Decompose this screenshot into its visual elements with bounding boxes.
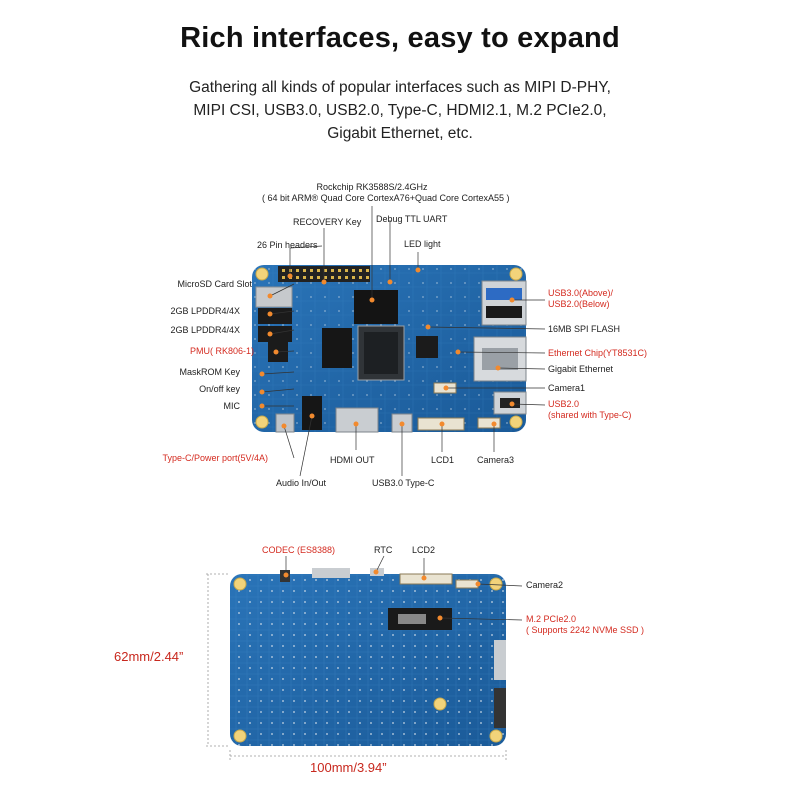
label-recovery-key: RECOVERY Key	[293, 217, 362, 227]
label-soc-line2: ( 64 bit ARM® Quad Core CortexA76+Quad C…	[262, 193, 510, 203]
label-hdmi-out: HDMI OUT	[330, 455, 375, 465]
label-m2-note: ( Supports 2242 NVMe SSD )	[526, 625, 645, 635]
label-soc: Rockchip RK3588S/2.4GHz ( 64 bit ARM® Qu…	[262, 182, 510, 204]
intro-text: Gathering all kinds of popular interface…	[0, 76, 800, 145]
label-m2-pcie: M.2 PCIe2.0 ( Supports 2242 NVMe SSD )	[526, 614, 644, 636]
label-spi-flash: 16MB SPI FLASH	[548, 324, 621, 334]
label-camera3: Camera3	[477, 455, 515, 465]
label-height-dim: 62mm/2.44”	[114, 649, 184, 664]
label-m2-pcie-name: M.2 PCIe2.0	[526, 614, 577, 624]
label-lcd1: LCD1	[431, 455, 455, 465]
label-debug-uart: Debug TTL UART	[376, 214, 448, 224]
label-usb20-shared: (shared with Type-C)	[548, 410, 632, 420]
label-maskrom: MaskROM Key	[179, 367, 240, 377]
label-onoff: On/off key	[199, 384, 240, 394]
label-soc-line1: Rockchip RK3588S/2.4GHz	[316, 182, 428, 192]
label-led-light: LED light	[404, 239, 441, 249]
label-typec-power: Type-C/Power port(5V/4A)	[162, 453, 268, 463]
label-usb20-below: USB2.0(Below)	[548, 299, 610, 309]
top-callout-lines	[261, 206, 546, 477]
label-camera2: Camera2	[526, 580, 564, 590]
bottom-callout-dots	[283, 569, 481, 621]
label-lpddr-2: 2GB LPDDR4/4X	[170, 325, 240, 335]
label-usb30-typec: USB3.0 Type-C	[372, 478, 435, 488]
dimension-lines	[206, 573, 507, 762]
label-camera1: Camera1	[548, 383, 586, 393]
bottom-board	[230, 568, 506, 746]
label-ethernet-chip: Ethernet Chip(YT8531C)	[548, 348, 648, 358]
label-usb30: USB3.0(Above)/ USB2.0(Below)	[548, 288, 613, 310]
top-board	[252, 265, 527, 433]
label-usb30-above: USB3.0(Above)/	[548, 288, 614, 298]
label-width-dim: 100mm/3.94”	[310, 760, 387, 775]
intro-line-2: MIPI CSI, USB3.0, USB2.0, Type-C, HDMI2.…	[193, 102, 607, 119]
bottom-callout-lines	[285, 555, 523, 621]
label-codec: CODEC (ES8388)	[262, 545, 336, 555]
label-mic: MIC	[223, 401, 241, 411]
page-title: Rich interfaces, easy to expand	[180, 22, 620, 54]
label-microsd: MicroSD Card Slot	[177, 279, 252, 289]
intro-line-1: Gathering all kinds of popular interface…	[189, 79, 611, 96]
label-pmu: PMU( RK806-1)	[189, 346, 254, 356]
intro-line-3: Gigabit Ethernet, etc.	[327, 125, 473, 142]
label-usb20: USB2.0 (shared with Type-C)	[548, 399, 631, 421]
label-audio: Audio In/Out	[276, 478, 327, 488]
top-callout-dots	[259, 267, 515, 429]
label-gigabit: Gigabit Ethernet	[548, 364, 614, 374]
label-lcd2: LCD2	[412, 545, 436, 555]
label-lpddr-1: 2GB LPDDR4/4X	[170, 306, 240, 316]
label-pin-headers: 26 Pin headers	[257, 240, 318, 250]
label-usb20-name: USB2.0	[548, 399, 580, 409]
label-rtc: RTC	[374, 545, 393, 555]
